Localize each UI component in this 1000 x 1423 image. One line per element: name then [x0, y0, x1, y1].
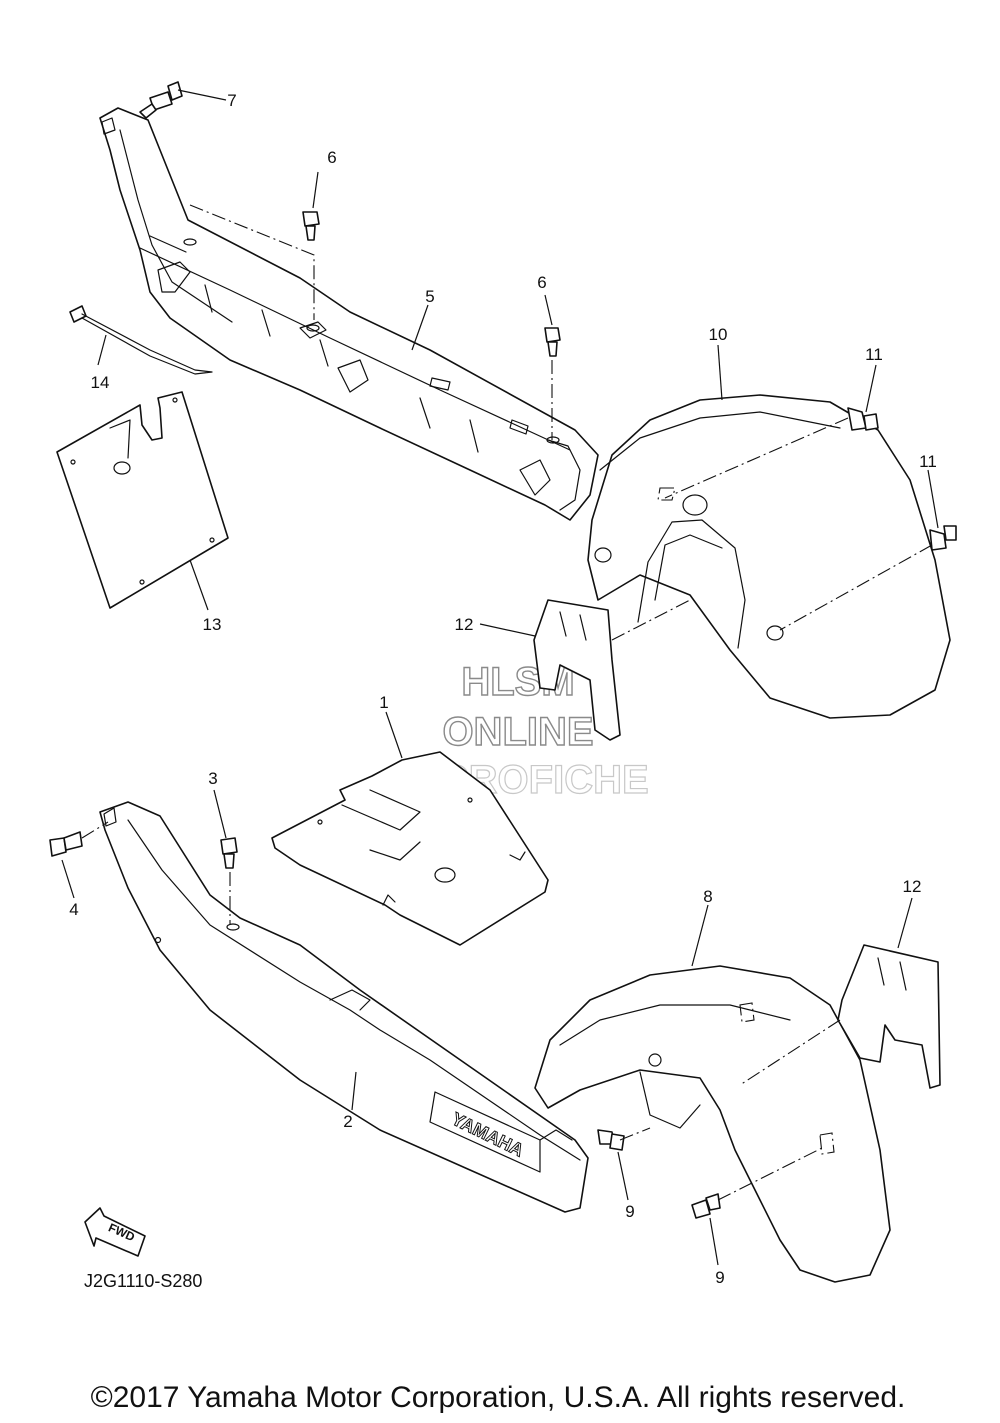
- dashline-9b: [717, 1147, 823, 1201]
- part-8-fender-lower: [534, 965, 891, 1283]
- callout-7: 7: [227, 91, 236, 110]
- callout-8: 8: [703, 887, 712, 906]
- dashline-6a: [189, 204, 315, 320]
- bolt-part-7: [139, 81, 183, 119]
- callout-9b: 9: [715, 1268, 724, 1287]
- callout-6b: 6: [537, 273, 546, 292]
- bolt-part-9b: [691, 1193, 721, 1219]
- callout-2: 2: [343, 1112, 352, 1131]
- fwd-arrow-icon: FWD: [84, 1207, 146, 1257]
- callout-13: 13: [203, 615, 222, 634]
- bolt-part-3: [220, 837, 238, 869]
- part-10-fender-upper: [587, 394, 951, 719]
- part-14-cable-tie: [69, 305, 213, 375]
- callouts: 7 6 6 5 14 13 10 11 11 12 1 3 4 2 8 12 9…: [69, 91, 937, 1287]
- dashline-4: [81, 821, 109, 839]
- copyright-notice: ©2017 Yamaha Motor Corporation, U.S.A. A…: [91, 1381, 906, 1414]
- bolt-part-6b: [544, 327, 561, 357]
- dashline-9a: [619, 1127, 651, 1141]
- bolt-part-6a: [302, 211, 320, 241]
- callout-6a: 6: [327, 148, 336, 167]
- diagram-code: J2G1110-S280: [84, 1271, 202, 1291]
- callout-12b: 12: [903, 877, 922, 896]
- part-12-bracket-lower: [739, 944, 941, 1089]
- callout-5: 5: [425, 287, 434, 306]
- part-5-side-cover-upper: [99, 107, 599, 521]
- callout-14: 14: [91, 373, 110, 392]
- bolt-part-11b: [929, 525, 957, 551]
- part-1-inner-plate: [271, 751, 549, 946]
- part-2-side-cover-lower: YAMAHA: [99, 801, 589, 1213]
- part-12-bracket-upper: [533, 599, 691, 741]
- dashline-11a: [664, 417, 849, 499]
- watermark-line-2: ONLINE: [442, 710, 593, 754]
- leader-lines: [61, 89, 939, 1266]
- callout-11b: 11: [919, 452, 937, 471]
- callout-10: 10: [709, 325, 728, 344]
- callout-9a: 9: [625, 1202, 634, 1221]
- dashline-11b: [779, 544, 933, 631]
- callout-4: 4: [69, 900, 78, 919]
- bolt-part-4: [49, 831, 83, 857]
- bolt-part-11a: [847, 407, 879, 431]
- bolt-part-9a: [597, 1129, 625, 1151]
- callout-11a: 11: [865, 345, 883, 364]
- part-13-plate: [56, 391, 229, 609]
- callout-1: 1: [379, 693, 388, 712]
- callout-3: 3: [208, 769, 217, 788]
- callout-12a: 12: [455, 615, 474, 634]
